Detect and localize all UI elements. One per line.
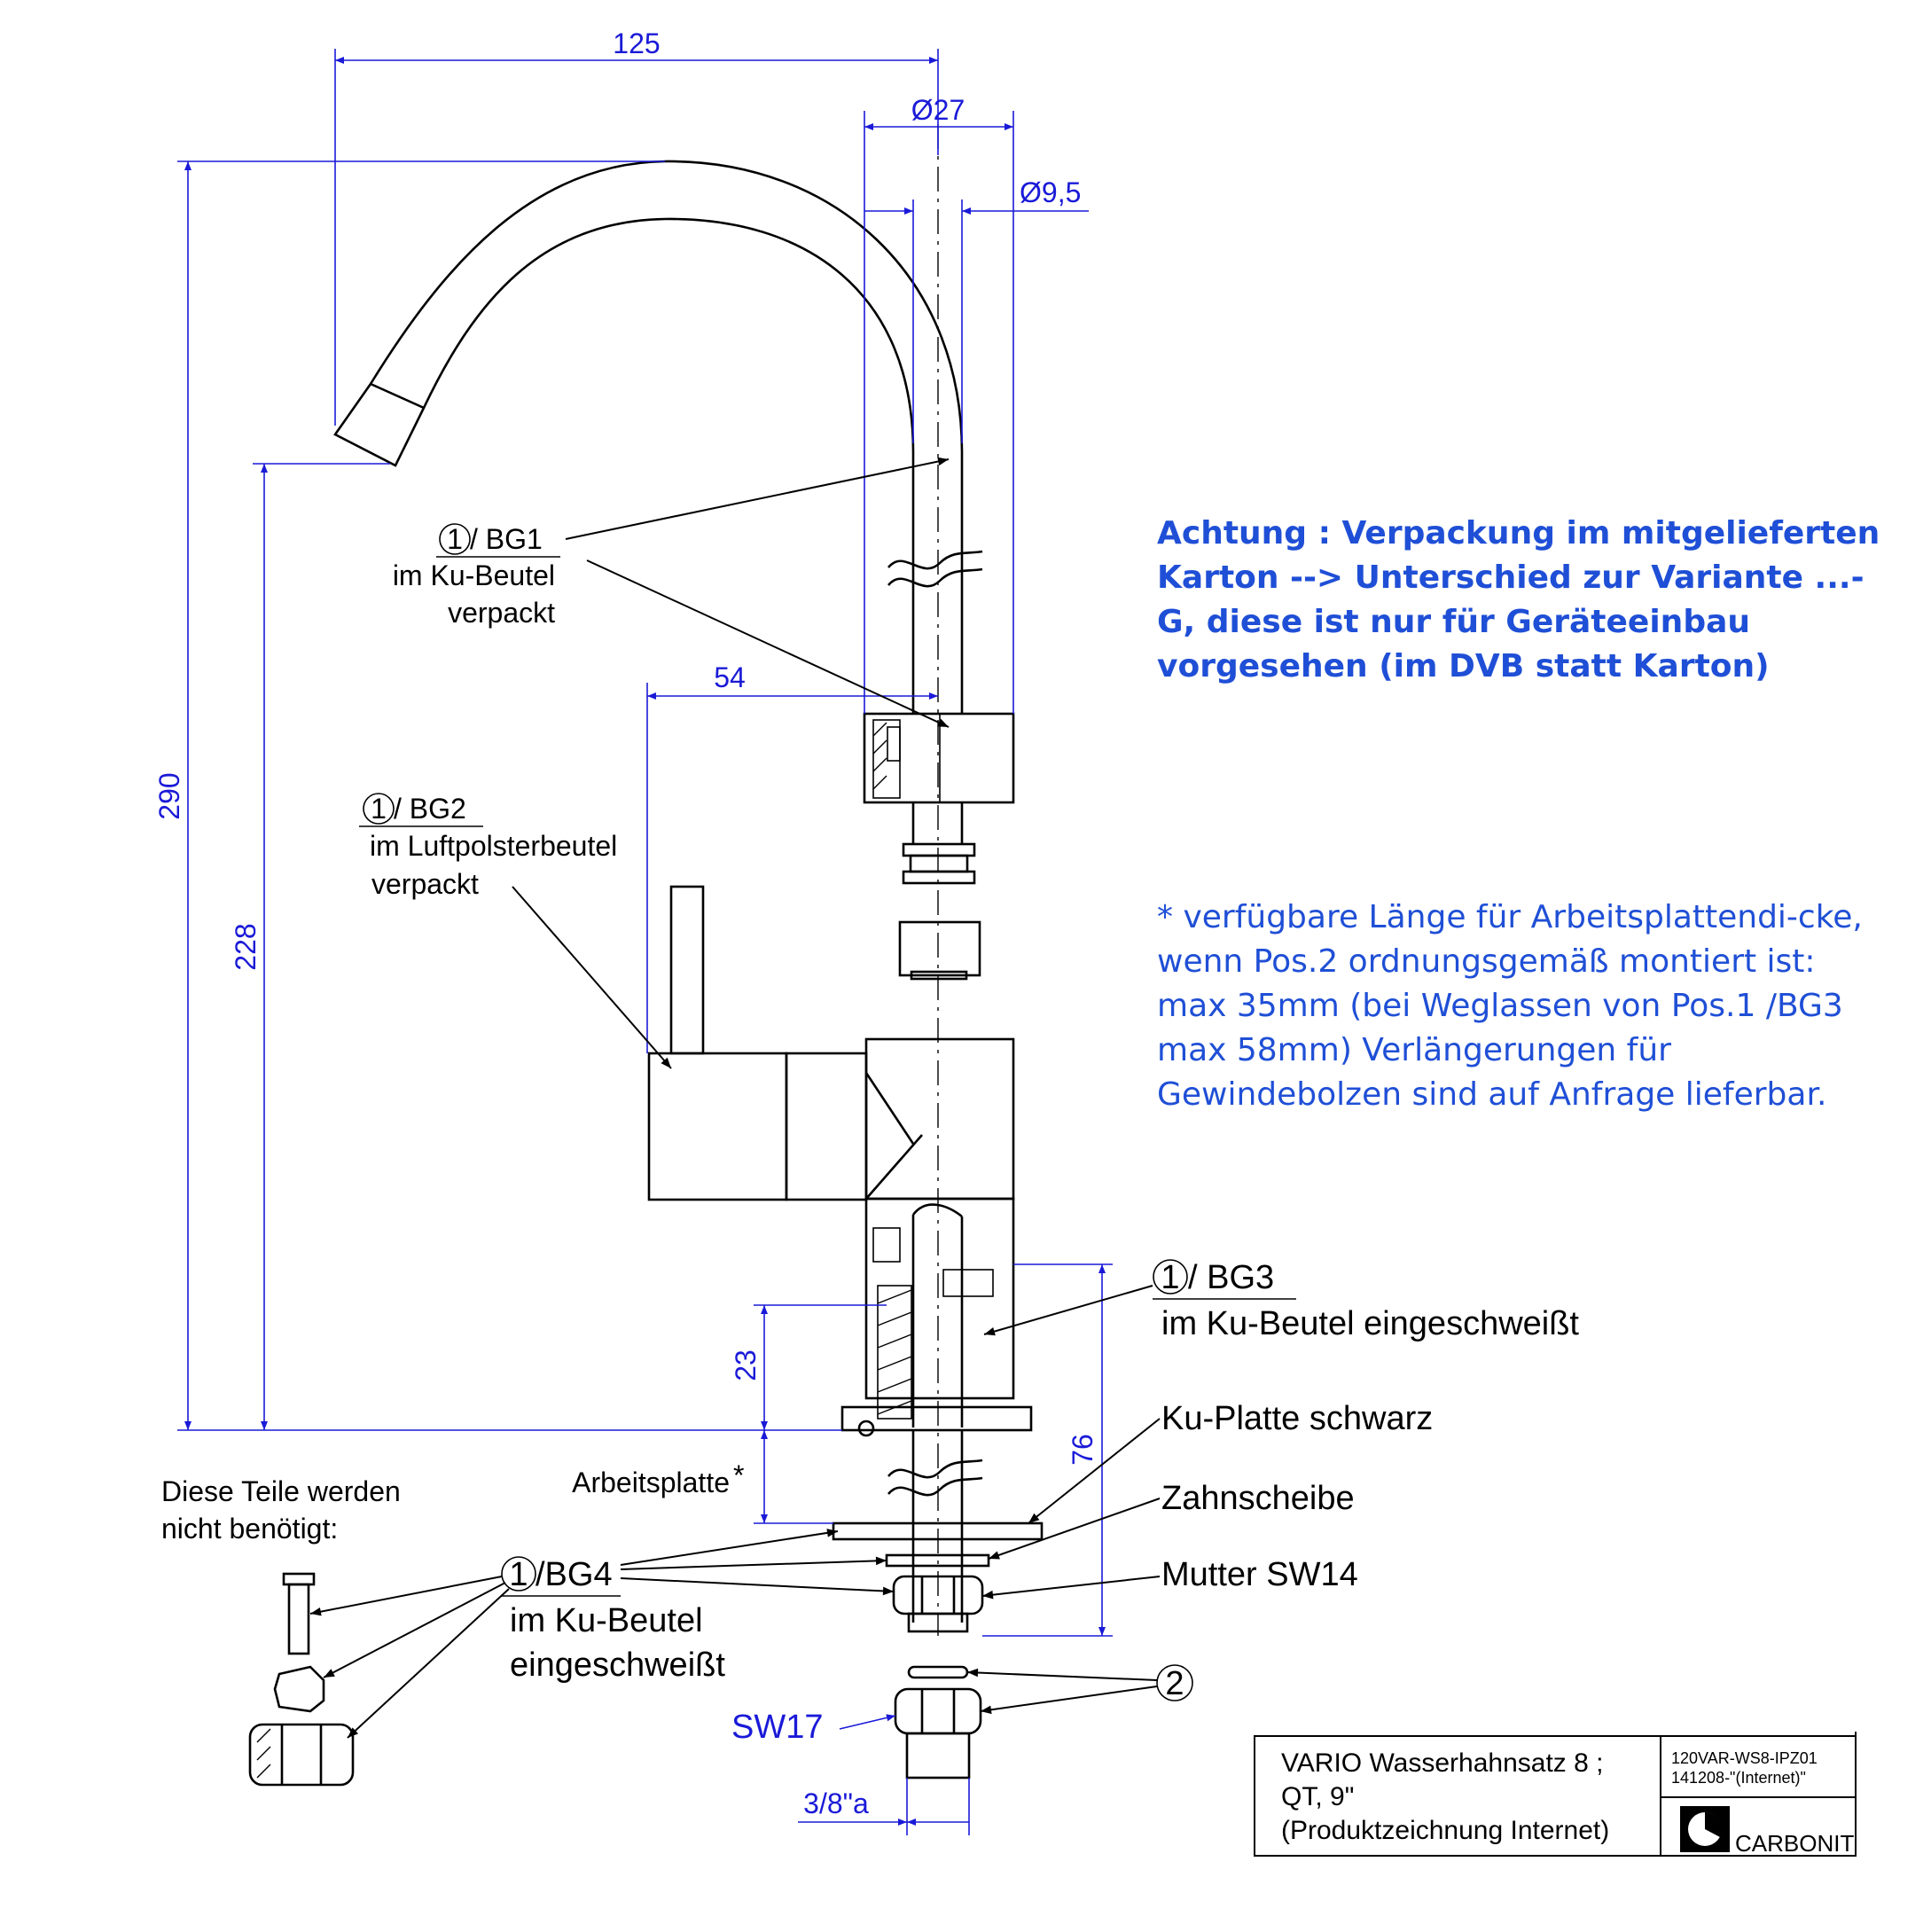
callout-bg1: 1 / BG1 im Ku-Beutel verpackt	[393, 457, 950, 728]
code-line2: 141208-"(Internet)"	[1671, 1769, 1806, 1787]
bg3-code: / BG3	[1188, 1259, 1274, 1296]
section-hatching	[872, 722, 912, 1415]
label-worktop-mark: *	[733, 1459, 744, 1491]
label-washer: Zahnscheibe	[1161, 1480, 1355, 1517]
dim-thread-length: 76	[1067, 1434, 1098, 1466]
packaging-note: Achtung : Verpackung im mitgelieferten K…	[1157, 515, 1880, 684]
label-plate: Ku-Platte schwarz	[1161, 1400, 1433, 1437]
title-block-code: 120VAR-WS8-IPZ01 141208-"(Internet)"	[1671, 1748, 1818, 1787]
bg1-code: / BG1	[470, 523, 543, 555]
title-line1: VARIO Wasserhahnsatz 8 ;	[1281, 1748, 1604, 1778]
dim-height-above-worktop: 228	[230, 923, 262, 970]
worktop-length-note: * verfügbare Länge für Arbeitsplattendi-…	[1157, 899, 1863, 1113]
bg1-line2: verpackt	[448, 597, 555, 629]
unused-parts	[248, 1572, 355, 1787]
bg3-number: 1	[1161, 1259, 1179, 1296]
dim-mount-thickness: 23	[730, 1349, 762, 1381]
bg2-number: 1	[371, 793, 387, 825]
dimension-lines	[177, 49, 1113, 1835]
dim-tube-diameter: Ø9,5	[1020, 176, 1081, 208]
bg2-code: / BG2	[394, 793, 466, 825]
bg4-code: /BG4	[536, 1556, 613, 1593]
dimension-texts: 125 Ø27 Ø9,5 290 228 54 23 76 3/8"a SW17	[153, 27, 1098, 1819]
label-worktop: Arbeitsplatte	[572, 1467, 730, 1498]
faucet-outline	[333, 124, 1044, 1779]
callout-bg2: 1 / BG2 im Luftpolsterbeutel verpackt	[359, 793, 672, 1069]
carbonit-logo	[1680, 1806, 1730, 1852]
bg4-line1: im Ku-Beutel	[510, 1602, 703, 1639]
title-block-title: VARIO Wasserhahnsatz 8 ; QT, 9" (Produkt…	[1281, 1747, 1609, 1848]
bg3-line1: im Ku-Beutel eingeschweißt	[1161, 1305, 1579, 1342]
dim-lever-offset: 54	[714, 661, 746, 693]
dim-nut-size: SW17	[731, 1709, 823, 1746]
bg2-line2: verpackt	[371, 868, 479, 900]
bg4-number: 1	[509, 1556, 528, 1593]
label-nut: Mutter SW14	[1161, 1556, 1358, 1593]
callout-pos2: 2	[966, 1664, 1193, 1715]
dim-body-diameter: Ø27	[911, 94, 965, 126]
dim-total-height: 290	[153, 772, 185, 819]
title-line2: QT, 9"	[1281, 1782, 1355, 1811]
title-line3: (Produktzeichnung Internet)	[1281, 1816, 1610, 1845]
company-name: CARBONIT	[1735, 1830, 1855, 1857]
callout-bg3: 1 / BG3 im Ku-Beutel eingeschweißt	[983, 1259, 1579, 1342]
pos2-number: 2	[1165, 1665, 1184, 1702]
bg1-number: 1	[447, 523, 463, 555]
dim-thread-size: 3/8"a	[803, 1787, 869, 1819]
bg1-line1: im Ku-Beutel	[393, 559, 555, 591]
bg2-line1: im Luftpolsterbeutel	[370, 830, 617, 862]
code-line1: 120VAR-WS8-IPZ01	[1671, 1749, 1818, 1767]
label-unused-line1: Diese Teile werden	[161, 1475, 401, 1507]
title-block-frame	[1254, 1732, 1857, 1857]
bg4-line2: eingeschweißt	[510, 1647, 725, 1684]
part-labels: Ku-Platte schwarz Zahnscheibe Mutter SW1…	[161, 1400, 1433, 1600]
label-unused-line2: nicht benötigt:	[161, 1513, 338, 1545]
dim-spout-reach: 125	[613, 27, 660, 59]
callout-bg4: 1 /BG4 im Ku-Beutel eingeschweißt	[309, 1529, 895, 1739]
